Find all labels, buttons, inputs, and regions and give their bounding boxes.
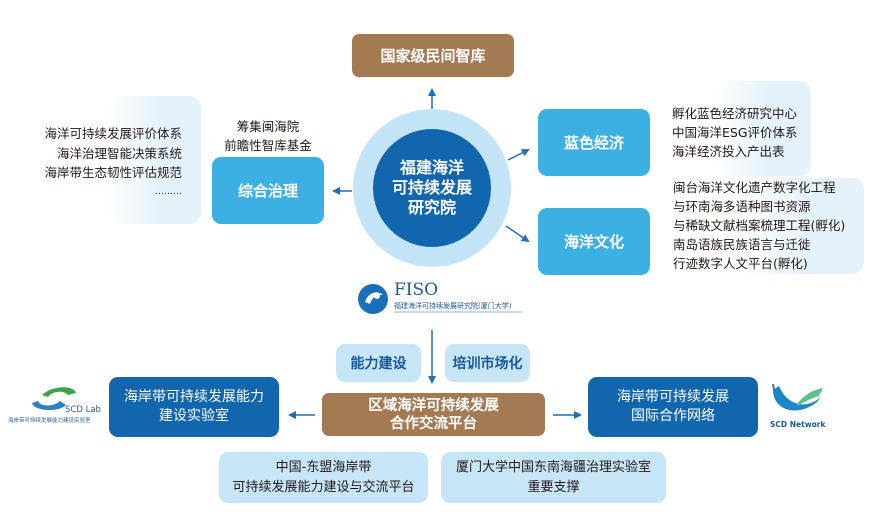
center-line-2: 可持续发展 [391,178,472,197]
governance-items: 海洋可持续发展评价体系 海洋治理智能决策系统 海岸带生态韧性评估规范 ……… [20,124,182,202]
fiso-logo: FISO 福建海洋可持续发展研究院(厦门大学) [352,278,532,320]
ocean-culture-item: 行迹数字人文平台(孵化) [673,256,808,271]
fiso-subtitle: 福建海洋可持续发展研究院(厦门大学) [394,302,512,310]
asean-platform-support: 中国-东盟海岸带 可持续发展能力建设与交流平台 [219,452,428,503]
xmu-lab-support: 厦门大学中国东南海疆治理实验室 重要支撑 [441,452,666,503]
blue-economy-items-panel [715,81,811,176]
governance-item: 海洋治理智能决策系统 [56,145,182,161]
regional-platform-node: 区域海洋可持续发展 合作交流平台 [322,393,545,436]
ocean-culture-items-panel [740,178,864,274]
governance-item: 海岸带生态韧性评估规范 [44,165,182,180]
fund-note: 筹集闽海院 前瞻性智库基金 [212,117,324,155]
fund-note-line-2: 前瞻性智库基金 [224,138,312,153]
ocean-culture-item: 南岛语族民族语言与迁徙 [673,237,811,252]
national-think-tank-node: 国家级民间智库 [352,34,514,77]
blue-economy-item: 海洋经济投入产出表 [672,144,785,159]
governance-node: 综合治理 [212,157,324,224]
scd-lab-subtitle: 海岸带可持续发展能力建设实验室 [8,418,91,424]
fund-note-line-1: 筹集闽海院 [236,119,300,134]
left-lab-line-2: 建设实验室 [159,408,229,424]
scd-network-emblem-icon [772,383,823,411]
center-line-3: 研究院 [407,198,456,217]
governance-item: ……… [155,186,182,197]
ocean-culture-node: 海洋文化 [538,208,650,275]
ocean-culture-items: 闽台海洋文化遗产数字化工程 与环南海多语种图书资源 与稀缺文献档案梳理工程(孵化… [673,178,845,273]
blue-economy-items: 孵化蓝色经济研究中心 中国海洋ESG评价体系 海洋经济投入产出表 [672,104,798,161]
platform-line-2: 合作交流平台 [390,415,477,432]
scd-lab-emblem-icon [32,387,76,411]
xmu-line-2: 重要支撑 [527,479,580,495]
blue-economy-node: 蓝色经济 [538,109,650,176]
ocean-culture-item: 与环南海多语种图书资源 [673,199,811,214]
arrow-to-blue-economy [507,149,530,161]
governance-item: 海洋可持续发展评价体系 [44,126,182,141]
left-lab-line-1: 海岸带可持续发展能力 [124,389,264,405]
center-institute-node: 福建海洋 可持续发展 研究院 [373,129,491,247]
blue-economy-item: 中国海洋ESG评价体系 [672,125,798,140]
training-market-tag: 培训市场化 [445,344,530,382]
fiso-name: FISO [394,280,439,300]
network-line-2: 国际合作网络 [631,408,715,424]
platform-line-1: 区域海洋可持续发展 [368,397,499,414]
center-line-1: 福建海洋 [399,158,464,177]
capacity-lab-node: 海岸带可持续发展能力 建设实验室 [109,377,279,437]
xmu-line-1: 厦门大学中国东南海疆治理实验室 [455,459,651,475]
scd-network-logo: SCD Network [762,380,832,435]
scd-lab-name: SCD Lab [65,405,101,415]
scd-lab-logo: SCD Lab 海岸带可持续发展能力建设实验室 [8,385,103,430]
fiso-emblem-icon [358,284,388,314]
capacity-building-tag: 能力建设 [336,344,421,382]
scd-network-name: SCD Network [770,420,826,429]
asean-line-2: 可持续发展能力建设与交流平台 [232,479,415,495]
governance-items-panel [108,96,201,224]
network-line-1: 海岸带可持续发展 [617,389,729,405]
arrow-to-ocean-culture [505,225,530,243]
asean-line-1: 中国-东盟海岸带 [275,459,372,475]
ocean-culture-item: 与稀缺文献档案梳理工程(孵化) [673,218,846,233]
international-network-node: 海岸带可持续发展 国际合作网络 [588,377,758,437]
ocean-culture-item: 闽台海洋文化遗产数字化工程 [673,180,836,195]
fiso-english-line [394,311,522,313]
blue-economy-item: 孵化蓝色经济研究中心 [672,106,798,121]
